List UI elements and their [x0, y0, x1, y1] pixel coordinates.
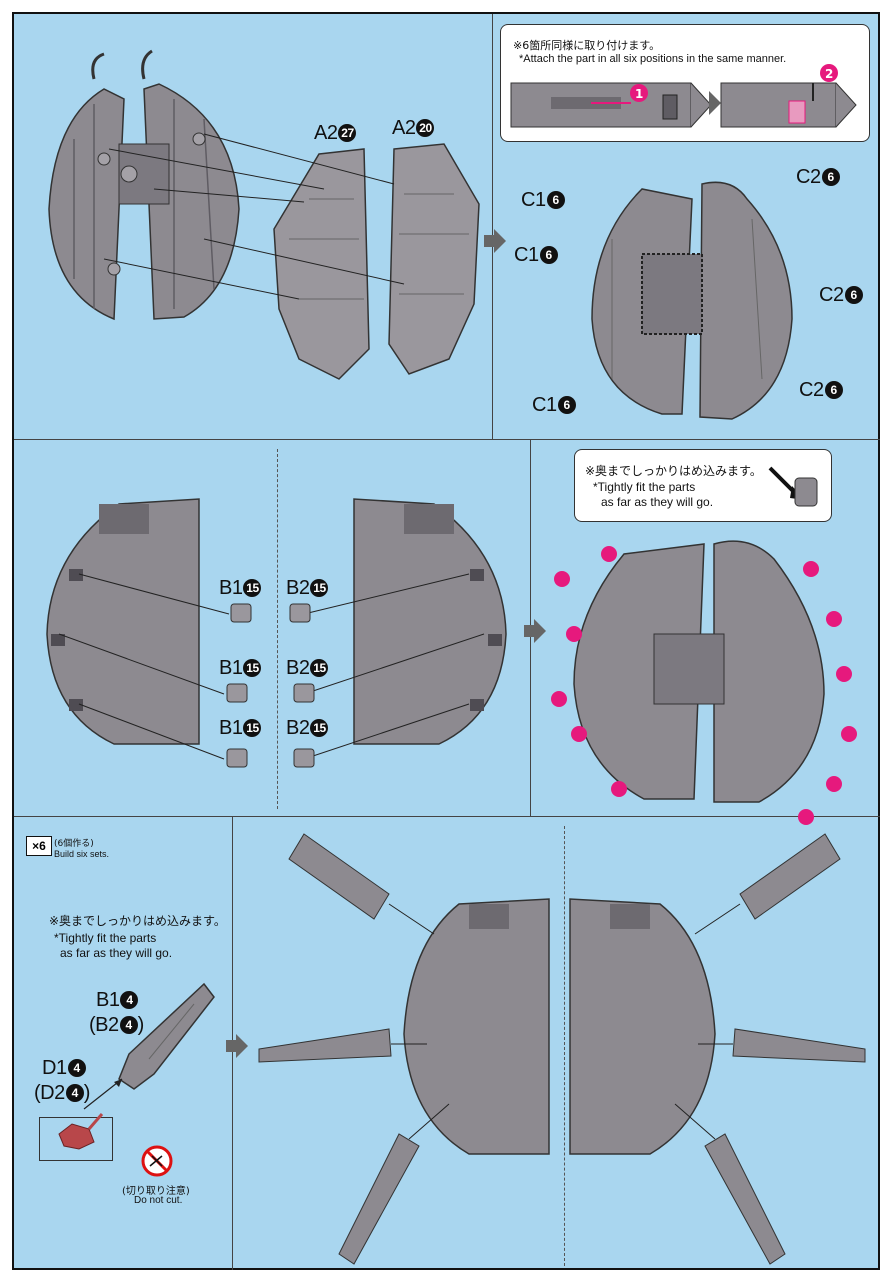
d-part-red-peg	[58, 1113, 104, 1150]
build-six-en: Build six sets.	[54, 849, 110, 859]
panel2-dash-divider	[277, 449, 278, 809]
b-parts-leader-lines	[58, 573, 485, 760]
panel3-dash-divider	[564, 826, 565, 1266]
note-step1-badge: 1	[635, 87, 643, 101]
b-part-pieces	[226, 603, 315, 768]
note-attach-diagram: 1 2	[510, 64, 857, 128]
a2-plate-right	[388, 143, 480, 375]
step-arrow-1	[484, 229, 506, 253]
no-cut-en: Do not cut.	[134, 1195, 183, 1206]
build-six-jp: (6個作る)	[54, 839, 94, 849]
no-cut-icon	[141, 1145, 173, 1177]
note-tight-fit-1: ※奥までしっかりはめ込みます。 *Tightly fit the parts a…	[574, 449, 832, 522]
note-attach-en: *Attach the part in all six positions in…	[519, 53, 787, 65]
note-tight-fit-1-jp: ※奥までしっかりはめ込みます。	[585, 464, 762, 478]
half-shell-right	[353, 498, 507, 745]
note-tight-fit-1-diagram	[768, 466, 818, 507]
no-cut-jp: (切り取り注意)	[122, 1186, 190, 1197]
step-arrow-3	[226, 1034, 248, 1058]
note-tight-fit-2-en2: as far as they will go.	[60, 946, 173, 960]
final-shell-left-with-legs	[258, 833, 550, 1265]
note-tight-fit-1-en2: as far as they will go.	[601, 495, 714, 509]
note-attach-six: ※6箇所同様に取り付けます。 *Attach the part in all s…	[500, 24, 870, 142]
d-part-leader-arrow	[83, 1078, 123, 1110]
shell-with-c-parts	[591, 181, 793, 420]
note-tight-fit-2-jp: ※奥までしっかりはめ込みます。	[49, 914, 226, 928]
final-shell-right-with-legs	[569, 833, 866, 1265]
half-shell-left	[46, 498, 200, 745]
shell-frame-illustration	[48, 49, 240, 321]
note-tight-fit-2-en1: *Tightly fit the parts	[54, 931, 157, 945]
note-tight-fit-1-en1: *Tightly fit the parts	[593, 480, 696, 494]
build-count-badge: ×6	[26, 836, 52, 856]
shell-with-b-parts	[551, 540, 857, 825]
leg-spike-part	[118, 982, 215, 1090]
step-arrow-2	[524, 619, 546, 643]
row-divider-2	[14, 816, 880, 817]
a2-plate-left	[273, 148, 370, 380]
panel1-divider	[492, 14, 493, 439]
row-divider-1	[14, 439, 880, 440]
note-step2-badge: 2	[825, 67, 833, 81]
assembly-leader-lines-1	[103, 133, 405, 300]
note-attach-jp: ※6箇所同様に取り付けます。	[513, 39, 661, 52]
